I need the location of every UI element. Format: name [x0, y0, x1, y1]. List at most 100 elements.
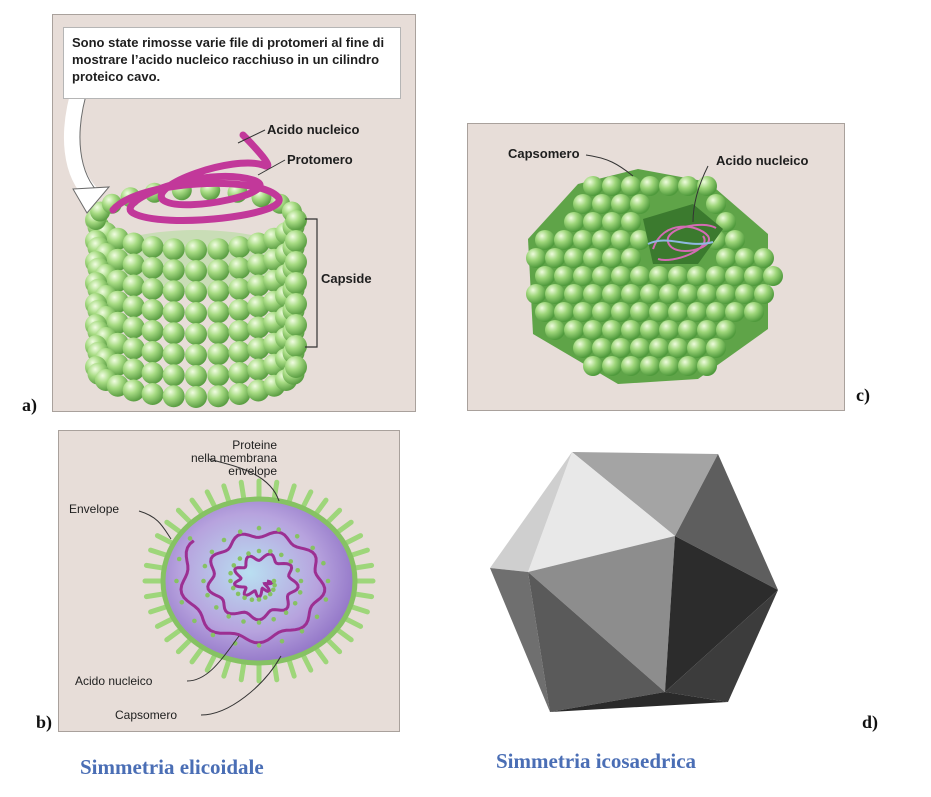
- capsomere-dot: [279, 638, 285, 644]
- icosahedral-capsid-illustration: [526, 154, 783, 384]
- capsomere-sphere: [554, 302, 574, 322]
- capsomere-sphere: [649, 266, 669, 286]
- protomer-sphere: [207, 238, 230, 261]
- capsomere-dot: [310, 545, 315, 551]
- spike-protein: [238, 479, 247, 501]
- spike-protein: [335, 627, 354, 643]
- helical-nucleic-acid: [109, 131, 283, 224]
- leader-envelope: [138, 510, 172, 540]
- spike-protein: [143, 591, 165, 600]
- protomer-sphere: [207, 322, 230, 345]
- spike-protein: [221, 483, 232, 504]
- spike-protein: [343, 616, 364, 629]
- capsomere-sphere: [573, 338, 593, 358]
- callout-arrow-body: [64, 82, 99, 201]
- face-lower-far-left: [490, 568, 550, 712]
- protomer-sphere: [141, 278, 164, 300]
- protomer-sphere: [228, 383, 251, 405]
- protomer-sphere: [185, 323, 207, 345]
- face-upper-right: [675, 454, 778, 590]
- capsomere-sphere: [649, 338, 669, 358]
- panel-letter-a: a): [22, 395, 37, 415]
- protomer-sphere: [207, 385, 230, 408]
- protomer-sphere: [285, 272, 307, 294]
- panel-a-helical-capsid: Sono state rimosse varie file di protome…: [52, 14, 416, 412]
- capsomere-sphere: [535, 302, 555, 322]
- capsomere-sphere: [697, 176, 717, 196]
- capsomere-sphere: [630, 266, 650, 286]
- protomer-sphere: [285, 293, 307, 315]
- face-base: [550, 692, 728, 712]
- capsomere-sphere: [754, 248, 774, 268]
- panel-b-enveloped-virus: Proteine nella membrana envelope Envelop…: [58, 430, 400, 732]
- capsomere-sphere: [706, 338, 726, 358]
- label-proteine-line1: Proteine: [232, 438, 277, 452]
- capsomere-dot: [268, 549, 273, 554]
- capside-bracket: [305, 218, 318, 348]
- capsomere-sphere: [564, 284, 584, 304]
- protomer-sphere: [141, 320, 164, 342]
- capsomere-sphere: [649, 302, 669, 322]
- spike-protein: [154, 533, 175, 546]
- capsomere-dot: [299, 629, 305, 634]
- spike-protein: [221, 658, 232, 679]
- capsomere-sphere: [611, 266, 631, 286]
- capsomere-dot: [294, 534, 300, 539]
- capsomere-sphere: [744, 266, 764, 286]
- capsomere-sphere: [545, 284, 565, 304]
- spike-protein: [175, 507, 193, 525]
- spike-protein: [238, 661, 247, 683]
- capsomere-sphere: [621, 212, 641, 232]
- spike-protein: [301, 653, 314, 673]
- capsomere-sphere: [668, 266, 688, 286]
- capsomere-dot: [325, 578, 331, 584]
- protomer-sphere: [162, 322, 185, 345]
- caption-simmetria-icosaedrica: Simmetria icosaedrica: [496, 749, 697, 773]
- spike-protein: [325, 637, 343, 655]
- capsomere-sphere: [659, 356, 679, 376]
- capsomere-dot: [256, 548, 262, 554]
- capsomere-sphere: [716, 284, 736, 304]
- capsomere-dot: [276, 527, 281, 532]
- capsomere-sphere: [630, 302, 650, 322]
- spiral-nucleic-acid: [179, 530, 327, 645]
- face-bottom: [528, 572, 665, 712]
- face-right: [665, 536, 778, 692]
- capsomere-sphere: [735, 284, 755, 304]
- capsomere-sphere: [583, 320, 603, 340]
- protomer-sphere: [122, 379, 145, 402]
- capsomere-sphere: [602, 212, 622, 232]
- leader-acido-nucleico-b: [186, 635, 240, 682]
- protomer-sphere: [285, 335, 307, 357]
- capsomere-dot: [209, 549, 215, 555]
- capsomere-sphere: [592, 302, 612, 322]
- capsomere-dot: [187, 536, 193, 541]
- protomer-sphere: [141, 236, 164, 258]
- protomer-sphere: [141, 299, 164, 321]
- capsomere-dot: [192, 618, 197, 624]
- leader-protomero: [257, 159, 286, 176]
- capsomere-dot: [221, 537, 227, 543]
- caption-simmetria-elicoidale: Simmetria elicoidale: [80, 755, 264, 779]
- capsomere-dot: [267, 591, 273, 597]
- capsomere-sphere: [630, 338, 650, 358]
- protomer-sphere: [185, 344, 207, 366]
- panel-letter-b: b): [36, 712, 53, 732]
- nucleic-acid-strand: [647, 239, 714, 245]
- capsomere-sphere: [554, 230, 574, 250]
- capsomere-dot: [256, 525, 262, 531]
- protomer-sphere: [162, 343, 185, 366]
- capsomere-dot: [292, 601, 298, 606]
- capsomere-dot: [323, 597, 329, 602]
- protomer-sphere: [185, 365, 207, 387]
- helical-capsid-illustration: [64, 82, 318, 408]
- protomer-sphere: [141, 383, 164, 405]
- capsomere-sphere: [573, 302, 593, 322]
- spike-protein: [314, 646, 329, 665]
- spike-protein: [189, 646, 204, 665]
- capsomere-sphere: [535, 230, 555, 250]
- capsomere-sphere: [526, 284, 546, 304]
- capsomere-sphere: [573, 230, 593, 250]
- spike-protein: [271, 479, 280, 501]
- label-acido-nucleico-b: Acido nucleico: [75, 674, 153, 688]
